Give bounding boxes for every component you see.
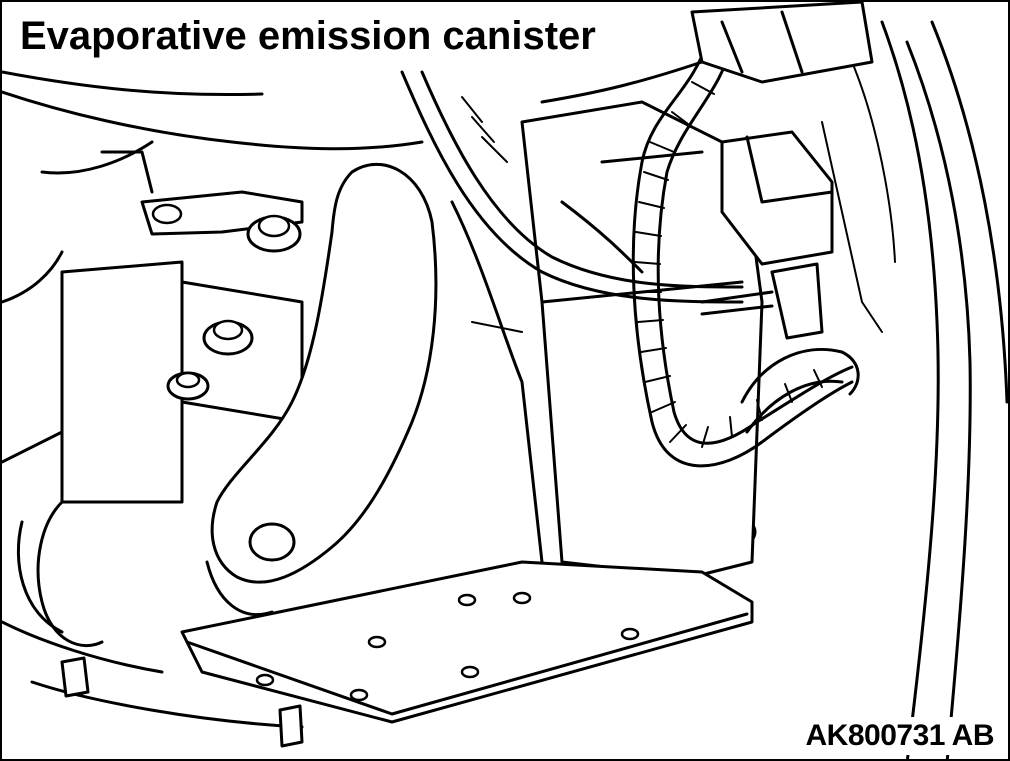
figure-code: AK800731 AB (799, 717, 1000, 755)
bolt-3 (166, 371, 210, 401)
bolt-2 (202, 319, 254, 356)
evaporative-emission-canister (450, 100, 764, 579)
figure-title: Evaporative emission canister (12, 14, 604, 62)
hose-clips (60, 656, 304, 748)
vacuum-pipe (400, 70, 744, 304)
mounting-bracket (16, 150, 304, 648)
canister-mounting-plate (180, 560, 754, 724)
body-panel-right (821, 20, 1008, 759)
upper-hose-fitting (690, 2, 874, 84)
bolt-1 (246, 214, 302, 253)
vent-hose (740, 347, 860, 434)
harness-connector (700, 130, 834, 340)
wiring-harness (631, 40, 854, 468)
plate-holes (255, 591, 640, 702)
